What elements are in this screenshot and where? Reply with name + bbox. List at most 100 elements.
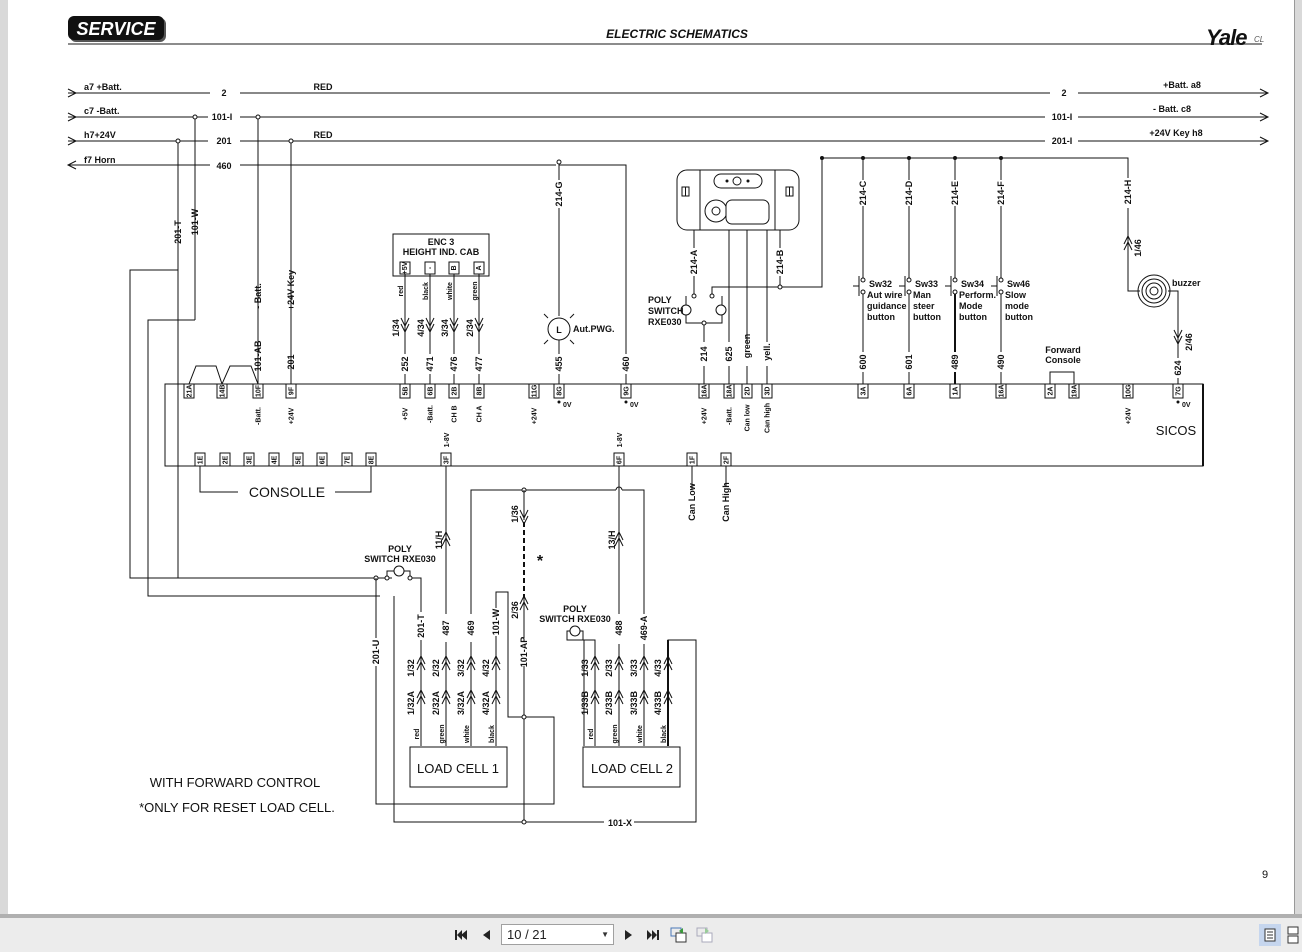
service-badge: SERVICE bbox=[68, 16, 166, 42]
next-page-button[interactable] bbox=[620, 926, 638, 944]
consolle-label: CONSOLLE bbox=[249, 484, 325, 500]
wire-number: 487 bbox=[441, 620, 451, 635]
yale-logo-sub: CL bbox=[1254, 35, 1264, 44]
load-cell-1-label: LOAD CELL 1 bbox=[417, 761, 499, 776]
forward-console-jumper bbox=[1049, 371, 1075, 384]
enc3-title: ENC 3 bbox=[428, 237, 455, 247]
page-title: ELECTRIC SCHEMATICS bbox=[606, 27, 748, 41]
sicos-pin-id: 7E bbox=[345, 455, 352, 464]
wire-color: green bbox=[612, 724, 619, 743]
sicos-pin-id: 6A bbox=[907, 387, 914, 396]
switch-id: Sw33 bbox=[915, 279, 938, 289]
poly-switch-label: RXE030 bbox=[648, 317, 682, 327]
wire-color: white bbox=[464, 725, 471, 744]
sicos-pin-id: 3F bbox=[444, 455, 451, 464]
connector-label: 3/33B bbox=[629, 690, 639, 715]
wire-color-label: RED bbox=[313, 130, 333, 140]
lamp-icon: L bbox=[556, 325, 562, 335]
wire-number: 101-I bbox=[1052, 112, 1073, 122]
connector-label: 2/32A bbox=[431, 690, 441, 715]
wire-214-d: 214-D bbox=[904, 180, 914, 205]
wire-number: 101-W bbox=[491, 608, 501, 635]
single-page-view-button[interactable] bbox=[1259, 924, 1281, 946]
connector-label: 1/33 bbox=[580, 659, 590, 677]
service-badge-text: SERVICE bbox=[76, 19, 156, 39]
page-selector[interactable]: 10 / 21 ▼ bbox=[501, 924, 614, 945]
go-back-view-button[interactable] bbox=[670, 926, 688, 944]
bus-label-c7: c7 -Batt. bbox=[84, 106, 120, 116]
sicos-pin bbox=[219, 452, 231, 467]
sicos-pin bbox=[949, 383, 961, 399]
pin-label: 1-8V bbox=[444, 432, 451, 447]
wire-number: 477 bbox=[474, 356, 484, 371]
forward-console-label: Forward bbox=[1045, 345, 1081, 355]
back-view-icon bbox=[670, 927, 687, 943]
switch-description: button bbox=[1005, 312, 1033, 322]
wire-number: 488 bbox=[614, 620, 624, 635]
pin-label: +24V bbox=[1126, 407, 1133, 424]
switch-description: Mode bbox=[959, 301, 983, 311]
enc3-pin: A bbox=[476, 265, 483, 270]
sicos-pin-id: 2E bbox=[223, 455, 230, 464]
sicos-pin-id: 8E bbox=[369, 455, 376, 464]
wire-color: black bbox=[489, 725, 496, 743]
wire-101-w: 101-W bbox=[190, 208, 200, 235]
sicos-pin-id: 9G bbox=[624, 386, 631, 396]
wire-number: 201 bbox=[216, 136, 231, 146]
continuous-view-button[interactable] bbox=[1284, 924, 1302, 946]
sicos-pin-id: 6B bbox=[428, 387, 435, 396]
connector-label: 4/34 bbox=[416, 319, 426, 337]
wire-color: red bbox=[588, 729, 595, 740]
go-forward-view-button[interactable] bbox=[696, 926, 714, 944]
ground-dot bbox=[557, 400, 561, 404]
wire-color: black bbox=[661, 725, 668, 743]
sicos-pin bbox=[183, 383, 195, 399]
connector-label: 11/H bbox=[434, 531, 444, 550]
wire-number: 252 bbox=[400, 356, 410, 371]
bus-label-f7: f7 Horn bbox=[84, 155, 116, 165]
sicos-pin-id: 5B bbox=[403, 387, 410, 396]
sicos-pin bbox=[424, 383, 436, 399]
connector-label: 3/32A bbox=[456, 690, 466, 715]
sicos-pin-id: 16A bbox=[702, 385, 709, 398]
bus-label-a8: +Batt. a8 bbox=[1163, 80, 1201, 90]
sicos-pin-id: 18A bbox=[727, 385, 734, 398]
bus-label-c8: - Batt. c8 bbox=[1153, 104, 1191, 114]
wire-green: green bbox=[742, 334, 752, 359]
wire-number: 490 bbox=[996, 354, 1006, 369]
pin-label: 0V bbox=[630, 402, 639, 409]
sicos-pin-id: 8G bbox=[557, 386, 564, 396]
buzzer-component bbox=[1123, 234, 1183, 384]
enc3-pin: B bbox=[451, 265, 458, 270]
sicos-pin bbox=[857, 383, 869, 399]
sicos-pin bbox=[698, 383, 710, 399]
wire-214-e: 214-E bbox=[950, 181, 960, 205]
first-page-button[interactable] bbox=[452, 926, 470, 944]
connector-label: 4/32 bbox=[481, 659, 491, 677]
sicos-pin-id: 8B bbox=[477, 387, 484, 396]
load-cell-2-label: LOAD CELL 2 bbox=[591, 761, 673, 776]
note-forward-control: WITH FORWARD CONTROL bbox=[150, 775, 320, 790]
sicos-pin bbox=[528, 383, 540, 399]
previous-page-button[interactable] bbox=[477, 926, 495, 944]
sicos-pin-id: 10F bbox=[256, 384, 263, 397]
display-module bbox=[676, 156, 824, 384]
enc3-pin: - bbox=[427, 266, 434, 269]
wire-number: 469 bbox=[466, 620, 476, 635]
poly-switch-label: POLY bbox=[388, 544, 412, 554]
switch-description: Slow bbox=[1005, 290, 1027, 300]
sicos-pin bbox=[903, 383, 915, 399]
enc3-connectors bbox=[400, 317, 484, 334]
switch-description: mode bbox=[1005, 301, 1029, 311]
sicos-pin-id: 2B bbox=[452, 387, 459, 396]
connector-label: 2/46 bbox=[1184, 333, 1194, 351]
continuous-page-icon bbox=[1287, 926, 1299, 944]
load-cell-2 bbox=[582, 746, 681, 788]
sicos-pin bbox=[448, 383, 460, 399]
last-page-button[interactable] bbox=[644, 926, 662, 944]
